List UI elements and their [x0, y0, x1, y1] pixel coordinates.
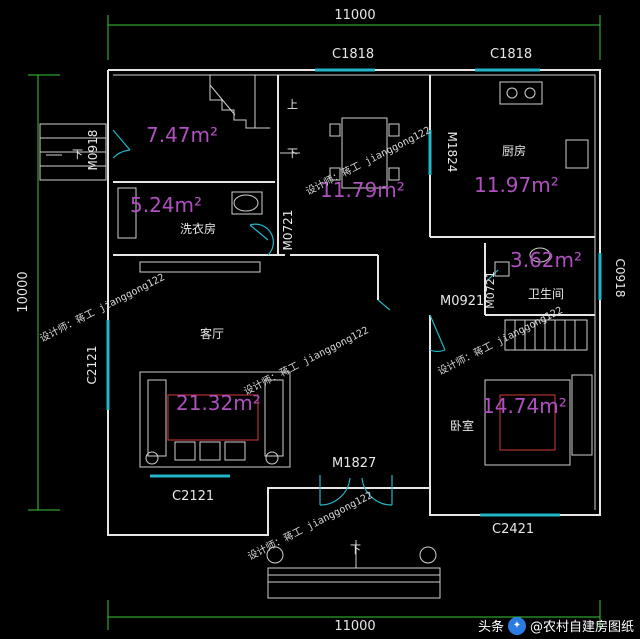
window-label-m1824: M1824 — [445, 132, 459, 173]
toutiao-logo-icon: ✦ — [507, 616, 526, 635]
window-label-c2121-left: C2121 — [85, 346, 99, 385]
interior-walls — [113, 75, 595, 515]
front-porch: 下 — [266, 540, 441, 599]
dimension-bottom: 11000 — [334, 619, 375, 634]
window-label-c2421: C2421 — [492, 522, 534, 537]
side-steps: 下 — [39, 123, 107, 181]
window-label-c1818-a: C1818 — [332, 47, 374, 62]
stair-up-label: 上 — [287, 98, 298, 111]
window-label-c1818-b: C1818 — [490, 47, 532, 62]
source-badge[interactable]: 头条 ✦ @农村自建房图纸 — [478, 616, 634, 635]
window-label-c0918: C0918 — [613, 259, 627, 298]
badge-prefix: 头条 — [477, 620, 504, 635]
side-steps-down-label: 下 — [72, 148, 83, 161]
room-labels: 7.47m² 5.24m² 洗衣房 11.79m² 厨房 11.97m² 3.6… — [130, 123, 582, 433]
laundry-name-label: 洗衣房 — [180, 221, 216, 236]
bedroom-name-label: 卧室 — [450, 418, 474, 433]
watermark: 设计师：蒋工 jianggong122 — [241, 323, 370, 397]
door-label-m0918: M0918 — [86, 130, 100, 171]
door-label-m0921: M0921 — [440, 294, 484, 309]
living-area-label: 21.32m² — [176, 391, 261, 415]
door-label-m1827: M1827 — [332, 456, 376, 471]
windows — [106, 68, 602, 517]
bedroom-area-label: 14.74m² — [482, 394, 567, 418]
doors — [112, 129, 499, 506]
window-label-c2121-bottom: C2121 — [172, 489, 214, 504]
door-label-m0721-a: M0721 — [281, 210, 295, 251]
bath-name-label: 卫生间 — [528, 287, 564, 301]
watermark: 设计师：蒋工 jianggong122 — [37, 270, 166, 344]
badge-author: @农村自建房图纸 — [529, 620, 634, 635]
bath-area-label: 3.62m² — [510, 248, 582, 272]
dimension-top: 11000 — [334, 8, 375, 23]
dining-area-label: 11.79m² — [320, 178, 405, 202]
stair-area-label: 7.47m² — [146, 123, 218, 147]
dimension-left: 10000 — [16, 271, 31, 312]
dimension-lines: 11000 11000 10000 — [16, 8, 601, 634]
laundry-area-label: 5.24m² — [130, 193, 202, 217]
kitchen-name-label: 厨房 — [502, 143, 526, 158]
furniture — [117, 81, 593, 468]
door-label-m0721-b: M0721 — [484, 271, 497, 309]
staircase: 上 下 — [209, 75, 300, 160]
kitchen-area-label: 11.97m² — [474, 173, 559, 197]
living-name-label: 客厅 — [200, 326, 224, 341]
